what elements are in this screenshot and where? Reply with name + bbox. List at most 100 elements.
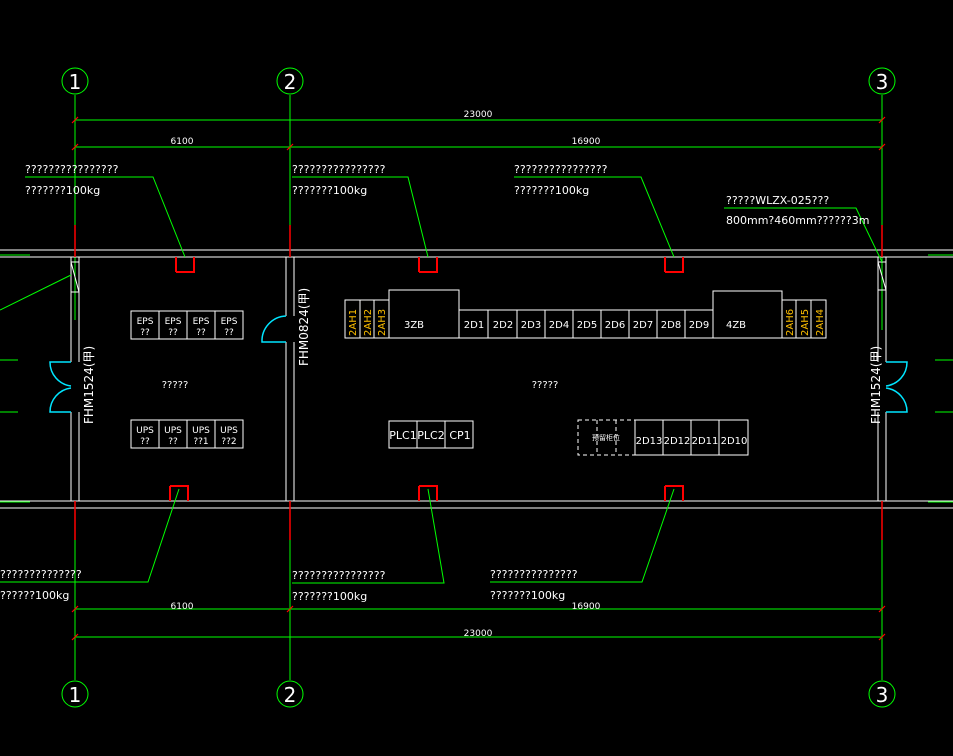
axis-bubble-1-bottom[interactable]: [61, 680, 89, 708]
axis-bubble-2-top[interactable]: [276, 67, 304, 95]
cabinet-2ah5: 2AH5: [800, 309, 811, 336]
cabinet-plc2: PLC2: [417, 429, 444, 442]
dim-bottom-right: 16900: [572, 602, 601, 612]
axis-label-3-bottom: 3: [876, 683, 889, 707]
callout-bottom-3-line2: ???????100kg: [490, 589, 565, 602]
door-label-left: FHM1524(甲): [82, 346, 96, 424]
reserved-cabinet-label: 预留柜位: [592, 433, 620, 442]
dim-top-left: 6100: [171, 137, 194, 147]
callout-bottom-1-line1: ??????????????: [0, 568, 82, 581]
cabinet-plc1: PLC1: [389, 429, 416, 442]
axis-bubbles-bottom: 1 2 3: [61, 680, 896, 708]
callout-top-1-line2: ???????100kg: [25, 184, 100, 197]
lifting-hooks: [169, 257, 684, 501]
ups-panel-group: UPS ?? UPS ?? UPS ??1 UPS ??2: [130, 419, 244, 449]
callout-bottom-1-line2: ??????100kg: [0, 589, 69, 602]
right-door-swing-top: [885, 361, 908, 387]
axis-label-2-bottom: 2: [284, 683, 297, 707]
eps-1-line2: ??: [140, 328, 150, 338]
callout-bottom-2-line2: ???????100kg: [292, 590, 367, 603]
transformer-3zb: 3ZB: [404, 320, 424, 331]
cabinet-2d1: 2D1: [464, 320, 484, 331]
axis-bubble-2-bottom[interactable]: [276, 680, 304, 708]
dim-top-total: 23000: [464, 110, 493, 120]
ups-2-line1: UPS: [164, 426, 182, 436]
wall-red-marks: [74, 225, 883, 540]
cabinet-2ah4: 2AH4: [815, 309, 826, 336]
cabinet-2d5: 2D5: [577, 320, 597, 331]
ups-3-line1: UPS: [192, 426, 210, 436]
ups-2-line2: ??: [168, 437, 178, 447]
cabinet-2d7: 2D7: [633, 320, 653, 331]
hook-bottom-1[interactable]: [169, 485, 189, 501]
eps-4-line1: EPS: [221, 317, 238, 327]
cabinet-2ah1: 2AH1: [348, 309, 359, 336]
cabinet-2d4: 2D4: [549, 320, 569, 331]
room-label-left: ?????: [162, 380, 189, 391]
ups-1-line2: ??: [140, 437, 150, 447]
ups-3-line2: ??1: [193, 437, 208, 447]
cabinet-2d6: 2D6: [605, 320, 625, 331]
transformer-4zb: 4ZB: [726, 320, 746, 331]
ups-4-line2: ??2: [221, 437, 236, 447]
axis-label-2-top: 2: [284, 70, 297, 94]
dimension-ticks: [71, 116, 886, 641]
cabinet-2d9: 2D9: [689, 320, 709, 331]
eps-1-line1: EPS: [137, 317, 154, 327]
middle-door-swing: [261, 315, 287, 343]
eps-panel-group: EPS ?? EPS ?? EPS ?? EPS ??: [130, 310, 244, 340]
callout-top-3-line2: ???????100kg: [514, 184, 589, 197]
callout-top-2-line1: ????????????????: [292, 163, 386, 176]
eps-2-line2: ??: [168, 328, 178, 338]
hook-top-1[interactable]: [175, 257, 195, 273]
left-door-swing-top: [49, 361, 72, 387]
callout-right-line1: ?????WLZX-025???: [726, 194, 829, 207]
callout-right-line2: 800mm?460mm??????3m: [726, 214, 869, 227]
hook-top-2[interactable]: [418, 257, 438, 273]
eps-3-line2: ??: [196, 328, 206, 338]
door-label-right: FHM1524(甲): [869, 346, 883, 424]
dim-bottom-left: 6100: [171, 602, 194, 612]
cabinet-2d3: 2D3: [521, 320, 541, 331]
ups-1-line1: UPS: [136, 426, 154, 436]
cabinet-cp1: CP1: [449, 429, 470, 442]
callout-bottom-3-line1: ???????????????: [490, 568, 578, 581]
cabinet-2d2: 2D2: [493, 320, 513, 331]
cabinet-2ah6: 2AH6: [785, 309, 796, 336]
axis-grid: [74, 95, 883, 680]
axis-bubble-3-top[interactable]: [868, 67, 896, 95]
ups-4-line1: UPS: [220, 426, 238, 436]
plc-row: [388, 420, 474, 449]
dim-top-right: 16900: [572, 137, 601, 147]
cabinet-2ah3: 2AH3: [377, 309, 388, 336]
cabinet-2d10: 2D10: [721, 436, 748, 447]
room-label-right: ?????: [532, 380, 559, 391]
leader-lines: [0, 176, 883, 584]
left-door-swing-bottom: [49, 387, 72, 413]
doors: [49, 315, 908, 413]
hook-top-3[interactable]: [664, 257, 684, 273]
hook-bottom-2[interactable]: [418, 485, 438, 501]
callout-top-3-line1: ????????????????: [514, 163, 608, 176]
reserved-cabinet-space: [577, 419, 636, 456]
dimension-lines: [75, 119, 882, 638]
door-label-middle: FHM0824(甲): [297, 288, 311, 366]
axis-bubble-3-bottom[interactable]: [868, 680, 896, 708]
lower-cabinet-row: [577, 419, 749, 456]
hook-bottom-3[interactable]: [664, 485, 684, 501]
eps-2-line1: EPS: [165, 317, 182, 327]
axis-bubble-1-top[interactable]: [61, 67, 89, 95]
callout-top-1-line1: ????????????????: [25, 163, 119, 176]
switchgear-row: [344, 289, 827, 339]
cabinet-2d13: 2D13: [636, 436, 663, 447]
axis-label-1-top: 1: [69, 70, 82, 94]
dim-bottom-total: 23000: [464, 629, 493, 639]
cabinet-2d12: 2D12: [664, 436, 691, 447]
left-window: [70, 261, 80, 293]
callout-top-2-line2: ???????100kg: [292, 184, 367, 197]
cabinet-2ah2: 2AH2: [363, 309, 374, 336]
eps-4-line2: ??: [224, 328, 234, 338]
axis-label-3-top: 3: [876, 70, 889, 94]
axis-label-1-bottom: 1: [69, 683, 82, 707]
